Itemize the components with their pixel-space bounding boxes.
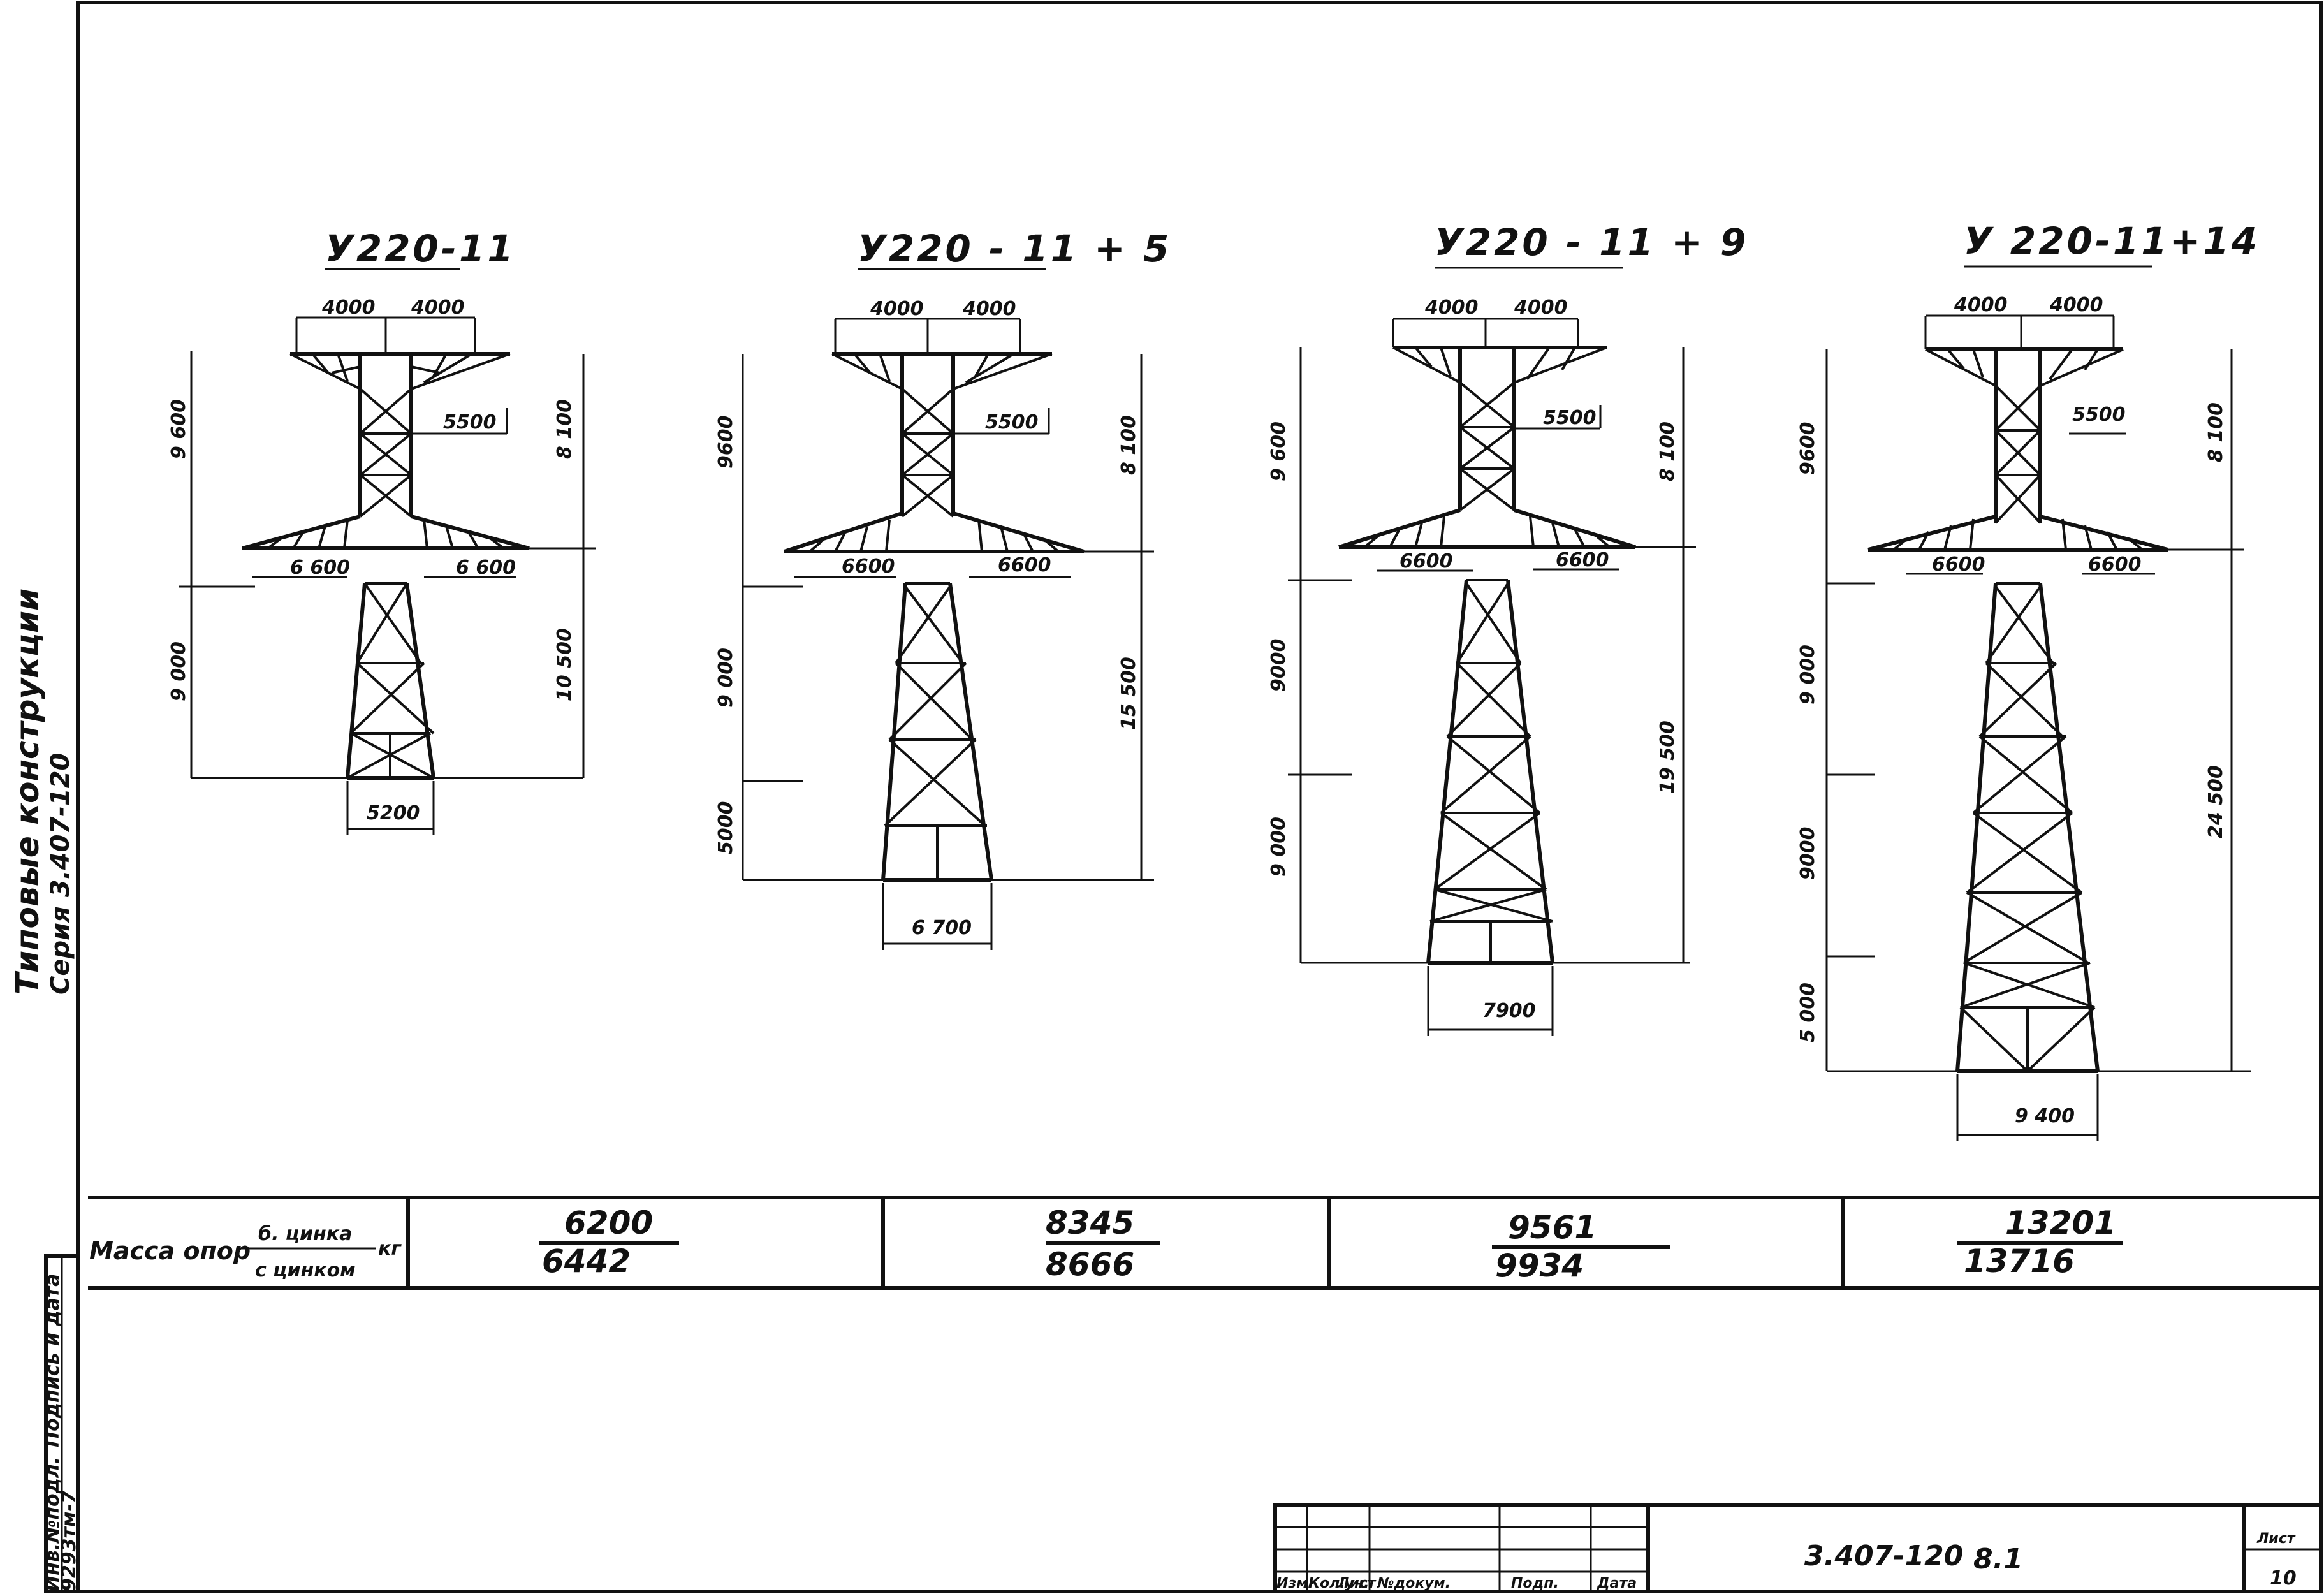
tower-4-right-bottom-height: 24 500 [2205, 765, 2227, 838]
stamp-value: 9293тм-7 [58, 1490, 80, 1591]
tower-1-title: У220-11 [325, 227, 516, 270]
tower-3-drawing: У220 - 11 + 9 4000 4000 5500 6600 6600 9… [1268, 221, 1748, 1036]
mass-3-top: 9561 [1508, 1209, 1597, 1246]
tower-3-top-left: 4000 [1424, 296, 1479, 319]
tower-1-top-left: 4000 [321, 296, 376, 319]
mass-unit-kg: кг [378, 1238, 402, 1260]
tower-2-base-width: 6 700 [912, 917, 972, 939]
tower-3-right-top-height: 8 100 [1656, 421, 1679, 481]
tb-sheet-label: Лист [2256, 1531, 2296, 1547]
tower-1-right-bottom-height: 10 500 [553, 628, 576, 701]
tower-3-base-width: 7900 [1482, 1000, 1536, 1022]
mass-4-bottom: 13716 [1964, 1243, 2075, 1280]
mass-2-bottom: 8666 [1046, 1246, 1134, 1283]
tb-header-2: Кол.уч. [1308, 1576, 1369, 1591]
mass-table: Масса опор б. цинка с цинком кг 6200 644… [88, 1196, 2321, 1290]
tb-header-3: Лист [1337, 1576, 1377, 1591]
tower-4-drawing: У 220-11+14 4000 4000 5500 6600 6600 960… [1797, 219, 2260, 1141]
tower-2-top-left: 4000 [870, 298, 924, 320]
mass-unit-top: б. цинка [258, 1223, 352, 1245]
tower-3-top-right: 4000 [1514, 296, 1568, 319]
tower-2-lower-right: 6600 [998, 554, 1051, 576]
tower-3-left-top-height: 9 600 [1268, 421, 1290, 481]
tb-series: 3.407-120 [1804, 1540, 1963, 1572]
side-text-series-number: Серия 3.407-120 [46, 753, 75, 995]
mass-unit-bottom: с цинком [255, 1259, 356, 1282]
tb-header-4: №докум. [1377, 1576, 1451, 1591]
tower-4-left-mid-height: 9 000 [1797, 645, 1819, 705]
tower-4-base-width: 9 400 [2015, 1105, 2075, 1127]
side-text-series-title: Типовые конструкции [9, 589, 46, 995]
tb-section: 8.1 [1973, 1543, 2023, 1576]
tower-1-left-top-height: 9 600 [168, 399, 190, 459]
tower-3-title: У220 - 11 + 9 [1435, 221, 1748, 264]
title-block: Изм. Кол.уч. Лист №докум. Подп. Дата 3.4… [1273, 1503, 2323, 1593]
tower-4-top-right: 4000 [2049, 294, 2103, 316]
tower-3-crossarm: 5500 [1543, 407, 1597, 429]
tower-3-left-mid-height: 9000 [1268, 639, 1290, 692]
tower-4-right-top-height: 8 100 [2205, 402, 2227, 462]
tower-1-crossarm: 5500 [443, 411, 497, 434]
tower-1-left-mid-height: 9 000 [168, 641, 190, 701]
mass-3-bottom: 9934 [1495, 1247, 1584, 1284]
mass-1-top: 6200 [564, 1204, 653, 1241]
tower-1-top-right: 4000 [411, 296, 465, 319]
tower-4-crossarm: 5500 [2072, 404, 2126, 426]
mass-label: Масса опор [89, 1237, 251, 1265]
tower-4-title: У 220-11+14 [1964, 219, 2260, 263]
tower-2-title: У220 - 11 + 5 [858, 227, 1171, 270]
tb-sheet-number: 10 [2270, 1567, 2297, 1590]
tower-1-lower-left: 6 600 [290, 557, 350, 579]
tb-header-5: Подп. [1511, 1576, 1559, 1591]
tb-header-1: Изм. [1276, 1576, 1313, 1591]
tower-3-left-lower-height: 9 000 [1268, 817, 1290, 877]
tower-1-base-width: 5200 [367, 802, 420, 824]
tower-2-left-mid-height: 9 000 [715, 648, 737, 708]
tower-4-left-base-height: 5 000 [1797, 983, 1819, 1042]
sheet-frame [76, 1, 2323, 1593]
tower-4-left-lower-height: 9000 [1797, 827, 1819, 881]
tower-2-drawing: У220 - 11 + 5 4000 4000 5500 6600 6600 9… [715, 227, 1171, 950]
tower-1-drawing: У220-11 4000 4000 5500 6 600 6 600 9 600 [168, 227, 596, 835]
tower-3-lower-left: 6600 [1400, 550, 1453, 573]
tb-header-6: Дата [1597, 1576, 1637, 1591]
tower-1-lower-right: 6 600 [456, 557, 516, 579]
tower-2-top-right: 4000 [962, 298, 1016, 320]
tower-4-lower-left: 6600 [1932, 553, 1985, 576]
tower-4-lower-right: 6600 [2088, 553, 2142, 576]
tower-2-lower-left: 6600 [842, 555, 895, 578]
stamp-col2: Подпись и дата [41, 1274, 64, 1447]
tower-2-crossarm: 5500 [985, 411, 1039, 434]
tower-3-right-bottom-height: 19 500 [1656, 720, 1679, 794]
tower-2-left-lower-height: 5000 [715, 801, 737, 855]
mass-2-top: 8345 [1046, 1204, 1134, 1241]
mass-4-top: 13201 [2005, 1204, 2116, 1241]
tower-2-right-bottom-height: 15 500 [1118, 657, 1140, 730]
stamp-col1: Инв.№подл. [41, 1457, 64, 1591]
tower-3-lower-right: 6600 [1556, 549, 1609, 571]
tower-4-left-top-height: 9600 [1797, 422, 1819, 476]
tower-4-top-left: 4000 [1954, 294, 2008, 316]
tower-1-right-top-height: 8 100 [553, 399, 576, 459]
tower-2-left-top-height: 9600 [715, 416, 737, 469]
tower-2-right-top-height: 8 100 [1118, 415, 1140, 475]
mass-1-bottom: 6442 [542, 1243, 631, 1280]
